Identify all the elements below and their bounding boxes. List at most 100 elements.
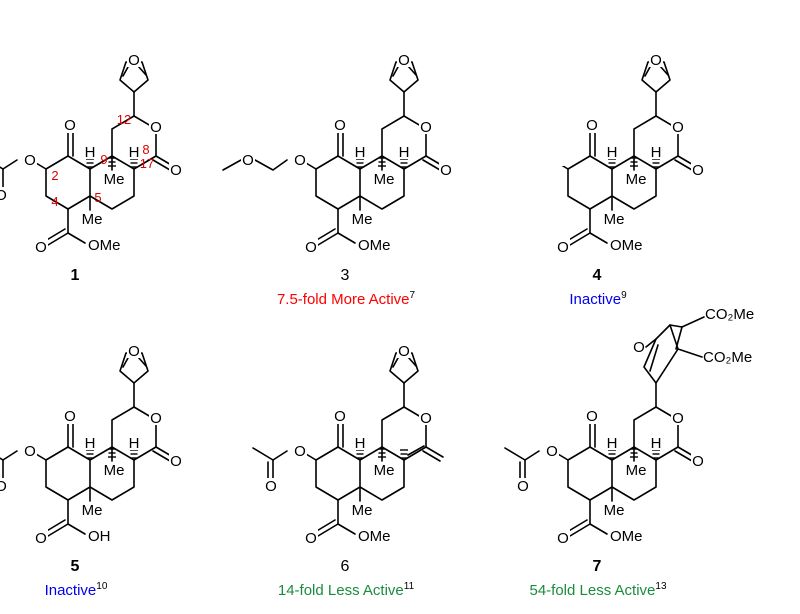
ester-carbonyl-oxygen-label: O — [305, 530, 317, 547]
c9-methyl-label: Me — [626, 462, 647, 479]
c17-carbonyl-oxygen-label: O — [440, 162, 452, 179]
acetate-carbonyl-oxygen-label: O — [265, 478, 277, 495]
acetate-group — [0, 447, 18, 482]
ester-carbonyl-oxygen-label: O — [557, 239, 569, 256]
acid-hydroxyl-label: OH — [88, 528, 111, 545]
h8-label: H — [651, 435, 662, 452]
ester-methoxy-label: OMe — [358, 528, 391, 545]
c1-carbonyl-oxygen-label: O — [586, 117, 598, 134]
c1-carbonyl-oxygen-label: O — [334, 408, 346, 425]
c1-carbonyl-oxygen-label: O — [64, 408, 76, 425]
furan-oxygen-label: O — [398, 343, 410, 360]
ester-carbonyl-oxygen-label: O — [35, 530, 47, 547]
ester-methoxy-label: OMe — [358, 237, 391, 254]
bridge-oxygen-label: O — [633, 339, 645, 356]
h8-label: H — [129, 435, 140, 452]
c1-carbonyl-oxygen-label: O — [334, 117, 346, 134]
c5-methyl-label: Me — [604, 502, 625, 519]
ester-methoxy-label: OMe — [610, 237, 643, 254]
c17-carbonyl-oxygen-label: O — [692, 453, 704, 470]
activity-caption: 7.5-fold More Active7 — [277, 290, 416, 308]
c1-carbonyl-oxygen-label: O — [64, 117, 76, 134]
ring-oxygen-label: O — [150, 119, 162, 136]
c9-methyl-label: Me — [374, 171, 395, 188]
compound-number: 4 — [593, 267, 602, 284]
reference-superscript: 7 — [410, 290, 416, 301]
c5-methyl-label: Me — [352, 211, 373, 228]
ring-oxygen-label: O — [420, 410, 432, 427]
acetate-carbonyl-oxygen-label: O — [0, 187, 7, 204]
acetate-group — [0, 156, 18, 191]
ring-oxygen-label: O — [672, 410, 684, 427]
c5-methyl-label: Me — [352, 502, 373, 519]
c9-methyl-label: Me — [104, 171, 125, 188]
compound-number: 3 — [341, 267, 350, 284]
c1-carbonyl-oxygen-label: O — [586, 408, 598, 425]
furan-oxygen-label: O — [128, 52, 140, 69]
c2-oxygen-label: O — [294, 443, 306, 460]
ring-oxygen-label: O — [420, 119, 432, 136]
c9-methyl-label: Me — [104, 462, 125, 479]
c2-oxygen-label: O — [294, 152, 306, 169]
h10-label: H — [85, 435, 96, 452]
h10-label: H — [607, 435, 618, 452]
carbon-label-8: 8 — [142, 142, 149, 157]
compound-number: 5 — [71, 558, 80, 575]
ester-methoxy-label: OMe — [88, 237, 121, 254]
c9-methyl-label: Me — [626, 171, 647, 188]
h10-label: H — [607, 144, 618, 161]
h8-label: H — [129, 144, 140, 161]
acetate-carbonyl-oxygen-label: O — [517, 478, 529, 495]
activity-caption: Inactive10 — [45, 581, 108, 599]
ester-methoxy-label: OMe — [610, 528, 643, 545]
activity-caption: 14-fold Less Active11 — [278, 581, 415, 599]
activity-caption: 54-fold Less Active13 — [529, 581, 666, 599]
carbon-label-5: 5 — [94, 190, 101, 205]
h8-label: H — [651, 144, 662, 161]
acetate-group — [252, 447, 288, 482]
furan-oxygen-label: O — [650, 52, 662, 69]
acetate-carbonyl-oxygen-label: O — [0, 478, 7, 495]
h8-label: H — [399, 144, 410, 161]
lower-ester-label: CO₂Me — [703, 349, 752, 366]
ring-oxygen-label: O — [672, 119, 684, 136]
mom-oxygen-label: O — [242, 152, 254, 169]
c2-oxygen-label: O — [546, 443, 558, 460]
reference-superscript: 9 — [621, 290, 627, 301]
carbon-label-12: 12 — [117, 112, 131, 127]
mom-group: O — [222, 152, 288, 171]
compound-number: 7 — [593, 558, 602, 575]
c9-methyl-label: Me — [374, 462, 395, 479]
upper-ester-label: CO₂Me — [705, 306, 754, 323]
c17-carbonyl-oxygen-label: O — [170, 453, 182, 470]
activity-caption: Inactive9 — [569, 290, 627, 308]
carbon-label-17: 17 — [140, 156, 154, 171]
c2-oxygen-label: O — [24, 443, 36, 460]
ester-carbonyl-oxygen-label: O — [557, 530, 569, 547]
acetate-group — [504, 447, 540, 482]
h10-label: H — [355, 435, 366, 452]
ring-oxygen-label: O — [150, 410, 162, 427]
c5-methyl-label: Me — [604, 211, 625, 228]
furan-oxygen-label: O — [398, 52, 410, 69]
c17-carbonyl-oxygen-label: O — [170, 162, 182, 179]
reference-superscript: 11 — [404, 581, 415, 592]
ester-carbonyl-oxygen-label: O — [35, 239, 47, 256]
compound-number: 6 — [341, 558, 350, 575]
enol-double-bond — [407, 445, 425, 456]
carbon-label-9: 9 — [100, 152, 107, 167]
reference-superscript: 10 — [96, 581, 108, 592]
ester-carbonyl-oxygen-label: O — [305, 239, 317, 256]
h10-label: H — [85, 144, 96, 161]
compound-number: 1 — [71, 267, 80, 284]
c2-oxygen-label: O — [24, 152, 36, 169]
